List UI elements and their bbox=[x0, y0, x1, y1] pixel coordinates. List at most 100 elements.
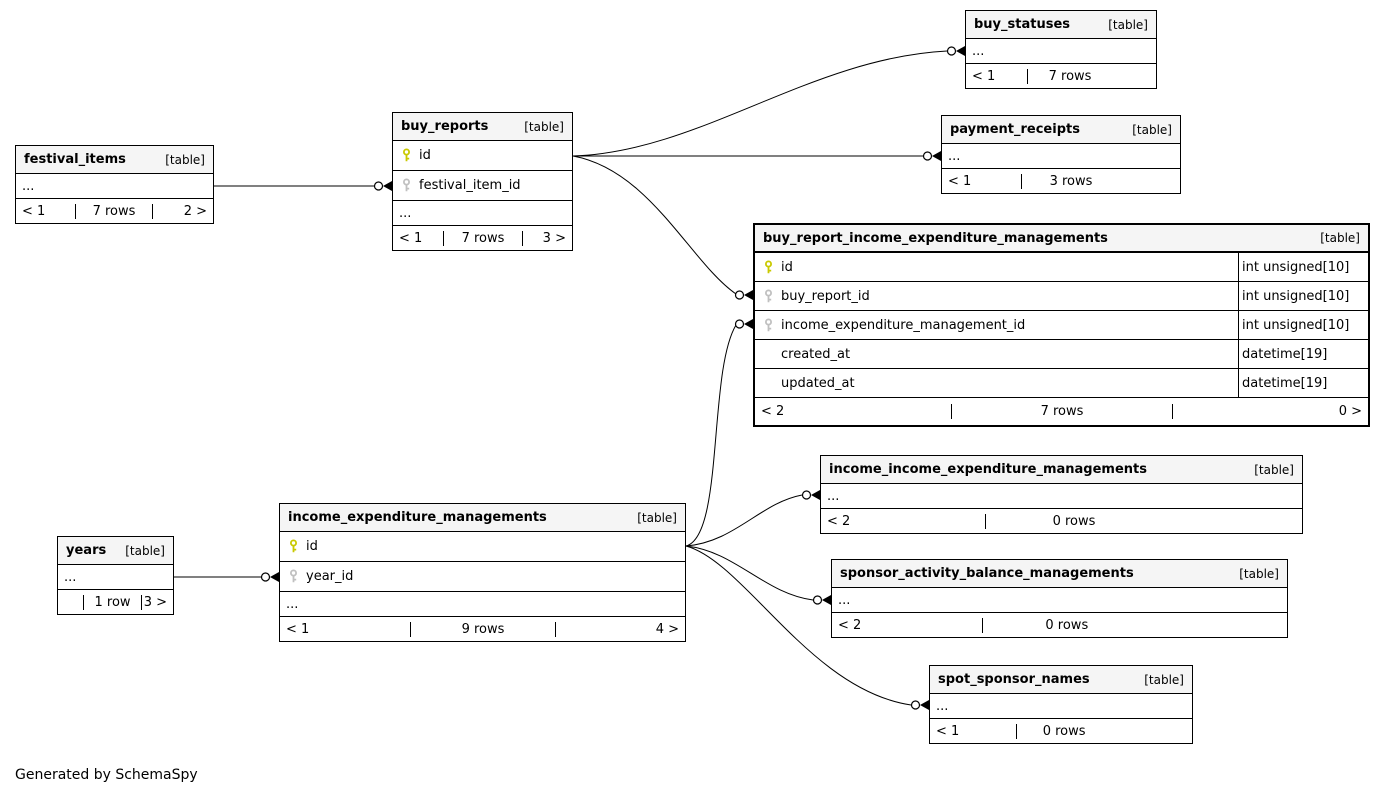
relation-line bbox=[685, 494, 803, 547]
zero-dot-icon bbox=[922, 151, 933, 161]
table-name: spot_sponsor_names bbox=[938, 672, 1090, 687]
footer-related-from: < 2 bbox=[838, 617, 862, 633]
column-row: id bbox=[280, 532, 685, 562]
more-columns-ellipsis: ... bbox=[286, 596, 299, 612]
footer-related-from: < 1 bbox=[399, 230, 423, 246]
column-row: ... bbox=[280, 592, 685, 617]
table-name: buy_report_income_expenditure_management… bbox=[763, 230, 1108, 246]
table-header: buy_statuses[table] bbox=[966, 11, 1156, 39]
footer-related-from: < 2 bbox=[761, 404, 785, 419]
table-tag: [table] bbox=[1132, 122, 1172, 137]
table-tag: [table] bbox=[1254, 462, 1294, 477]
column-row: ... bbox=[821, 484, 1302, 509]
table-header: payment_receipts [table] bbox=[942, 116, 1180, 144]
footer-related-from: < 1 bbox=[948, 173, 972, 189]
column-type: int unsigned[10] bbox=[1238, 282, 1368, 310]
crow-arrow-icon bbox=[383, 181, 392, 191]
table-name: buy_reports bbox=[401, 119, 489, 134]
column-type: int unsigned[10] bbox=[1238, 253, 1368, 281]
table-header: income_income_expenditure_managements[ta… bbox=[821, 456, 1302, 484]
table-header: buy_reports [table] bbox=[393, 113, 572, 141]
zero-dot-icon bbox=[910, 700, 921, 710]
table-sponsor_activity_balance_managements[interactable]: sponsor_activity_balance_managements[tab… bbox=[831, 559, 1288, 638]
zero-dot-icon bbox=[812, 595, 823, 605]
column-row: id int unsigned[10] bbox=[755, 253, 1368, 282]
column-name: updated_at bbox=[781, 375, 855, 391]
column-name: festival_item_id bbox=[419, 178, 521, 193]
table-tag: [table] bbox=[524, 119, 564, 134]
zero-dot-icon bbox=[946, 46, 957, 56]
footer-row-count: 0 rows bbox=[1016, 723, 1110, 739]
more-columns-ellipsis: ... bbox=[64, 569, 77, 585]
crow-arrow-icon bbox=[956, 46, 965, 56]
crow-arrow-icon bbox=[920, 700, 929, 710]
footer-row-count: 7 rows bbox=[951, 404, 1172, 419]
column-row: festival_item_id bbox=[393, 171, 572, 201]
crow-arrow-icon bbox=[822, 595, 831, 605]
table-name: buy_statuses bbox=[974, 17, 1071, 32]
footer-row-count: 3 rows bbox=[1020, 173, 1121, 189]
column-row: ... bbox=[16, 174, 213, 199]
column-name: year_id bbox=[306, 569, 354, 584]
column-name: income_expenditure_management_id bbox=[781, 317, 1026, 333]
footer-related-from: < 1 bbox=[936, 723, 960, 739]
more-columns-ellipsis: ... bbox=[22, 178, 35, 194]
table-footer: < 1 3 rows bbox=[942, 169, 1180, 193]
footer-row-count: 7 rows bbox=[1026, 68, 1113, 84]
table-tag: [table] bbox=[165, 152, 205, 167]
more-columns-ellipsis: ... bbox=[827, 488, 840, 504]
table-header: buy_report_income_expenditure_management… bbox=[755, 225, 1368, 253]
footer-related-from: < 1 bbox=[22, 203, 46, 219]
column-row: year_id bbox=[280, 562, 685, 592]
table-tag: [table] bbox=[1320, 231, 1360, 245]
foreign-key-icon bbox=[755, 318, 781, 333]
table-buy_report_income_expenditure_managements[interactable]: buy_report_income_expenditure_management… bbox=[753, 223, 1370, 427]
footer-row-count: 1 row bbox=[83, 594, 141, 610]
crow-arrow-icon bbox=[811, 490, 820, 500]
foreign-key-icon bbox=[755, 289, 781, 304]
footer-row-count: 7 rows bbox=[75, 203, 152, 219]
crow-arrow-icon bbox=[744, 319, 753, 329]
column-name: id bbox=[781, 259, 793, 275]
relation-line bbox=[685, 324, 737, 547]
primary-key-icon bbox=[393, 148, 419, 163]
relation-line bbox=[685, 545, 814, 601]
column-row: ... bbox=[58, 565, 173, 590]
table-name: payment_receipts bbox=[950, 122, 1080, 137]
footer-related-to: 0 > bbox=[1171, 404, 1368, 419]
relation-line bbox=[572, 50, 948, 157]
footer-related-from: < 1 bbox=[286, 621, 310, 637]
footer-row-count: 7 rows bbox=[443, 230, 522, 246]
footer-related-to: 2 > bbox=[151, 203, 213, 219]
table-tag: [table] bbox=[1144, 672, 1184, 687]
footer-related-to: 3 > bbox=[521, 230, 572, 246]
footer-related-to: 4 > bbox=[555, 621, 685, 637]
foreign-key-icon bbox=[280, 569, 306, 584]
table-income_income_expenditure_managements[interactable]: income_income_expenditure_managements[ta… bbox=[820, 455, 1303, 534]
crow-arrow-icon bbox=[744, 290, 753, 300]
table-tag: [table] bbox=[637, 510, 677, 525]
zero-dot-icon bbox=[734, 319, 745, 329]
table-footer: < 1 0 rows bbox=[930, 719, 1192, 743]
footer-row-count: 9 rows bbox=[409, 621, 556, 637]
zero-dot-icon bbox=[801, 490, 812, 500]
footer-related-from: < 1 bbox=[972, 68, 996, 84]
column-name: created_at bbox=[781, 346, 851, 362]
column-name: buy_report_id bbox=[781, 288, 870, 304]
primary-key-icon bbox=[280, 539, 306, 554]
zero-dot-icon bbox=[260, 572, 271, 582]
